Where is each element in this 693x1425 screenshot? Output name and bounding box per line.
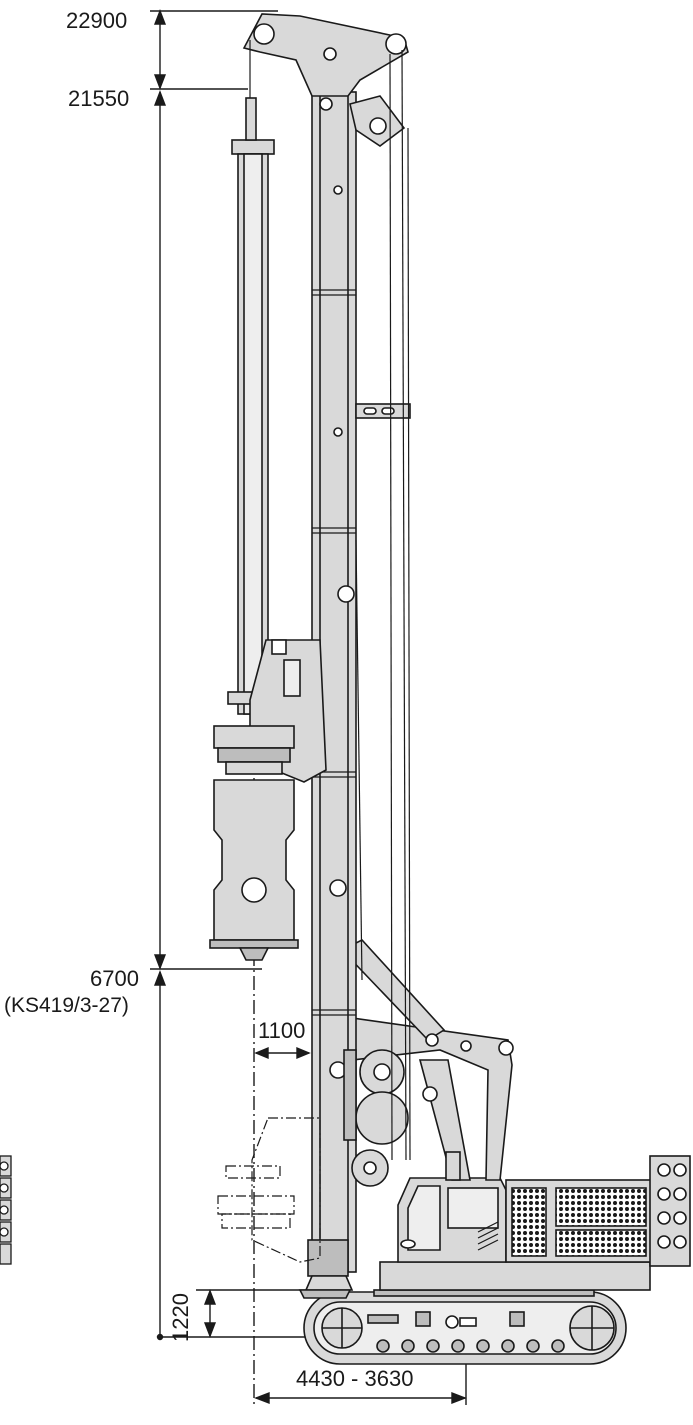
dim-ground-clearance: 1220 <box>168 1293 193 1342</box>
mast <box>298 91 411 1299</box>
dim-mast-head-height: 21550 <box>68 86 130 111</box>
counterweight-fragment-left <box>0 1155 12 1265</box>
dim-offset: 1100 <box>258 1018 306 1043</box>
dim-min-height-note: (KS419/3-27) <box>4 994 129 1017</box>
upper-carriage <box>379 1155 691 1291</box>
dim-top-height: 22900 <box>66 8 128 33</box>
dim-tail-radius: 4430 - 3630 <box>296 1366 414 1391</box>
mast-support-frame <box>331 939 514 1181</box>
hoist-ropes <box>249 40 411 1161</box>
dim-min-height: 6700 <box>90 966 139 991</box>
mast-head <box>242 13 409 147</box>
dimension-lines <box>150 9 467 1405</box>
rotary-drive-lowered-ghost <box>217 1117 321 1263</box>
drilling-bucket <box>209 761 299 961</box>
rotary-drive <box>213 639 327 783</box>
kelly-bar <box>227 97 277 715</box>
crawler-track <box>303 1289 627 1365</box>
